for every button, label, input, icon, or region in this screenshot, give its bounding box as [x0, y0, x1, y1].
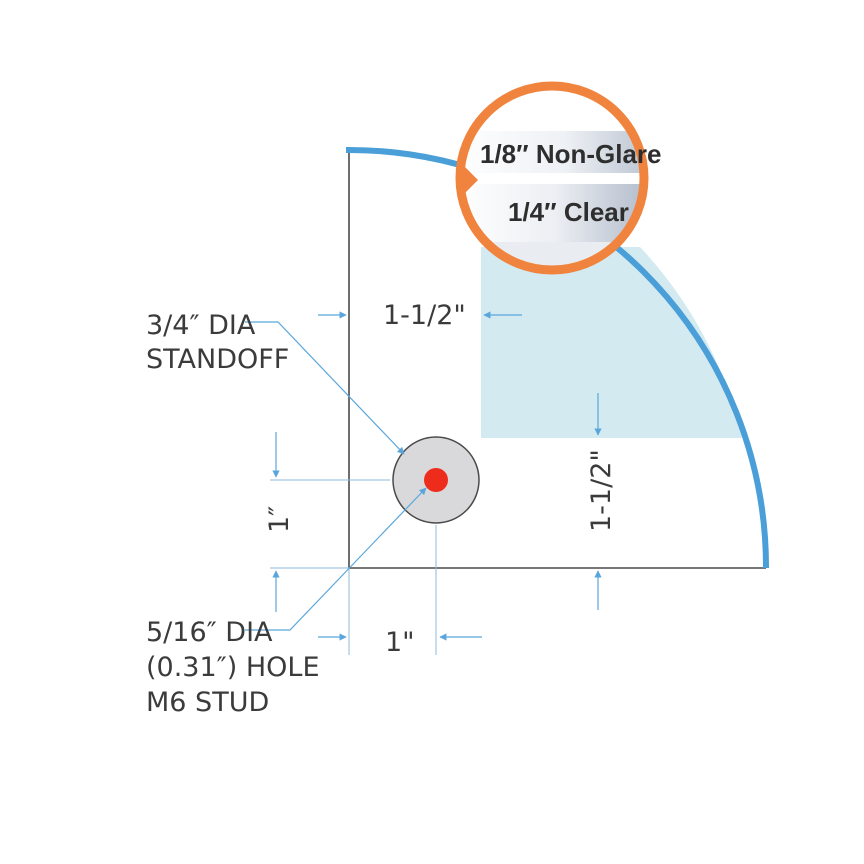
standoff-leader-line	[245, 321, 405, 455]
hole-label-line1: 5/16″ DIA	[146, 617, 273, 648]
dim-label-bottom: 1"	[385, 627, 415, 658]
stud-hole	[424, 468, 448, 492]
standoff-label-line2: STANDOFF	[146, 344, 289, 375]
glass-shaded-region	[481, 247, 742, 438]
dim-label-left: 1″	[264, 506, 295, 533]
hole-leader-line	[245, 487, 427, 631]
glass-option-1: 1/8″ Non-Glare	[480, 139, 662, 169]
glass-arc-edge	[345, 146, 770, 569]
hole-label-line3: M6 STUD	[146, 687, 269, 718]
callout-pointer	[458, 160, 478, 200]
glass-option-band-1	[460, 131, 644, 173]
glass-option-2: 1/4″ Clear	[508, 197, 629, 227]
dim-label-top: 1-1/2"	[383, 300, 466, 331]
hole-label-line2: (0.31″) HOLE	[146, 652, 320, 683]
glass-option-band-2	[460, 184, 644, 242]
dim-label-right: 1-1/2"	[586, 449, 617, 532]
standoff-label-line1: 3/4″ DIA	[146, 310, 256, 341]
